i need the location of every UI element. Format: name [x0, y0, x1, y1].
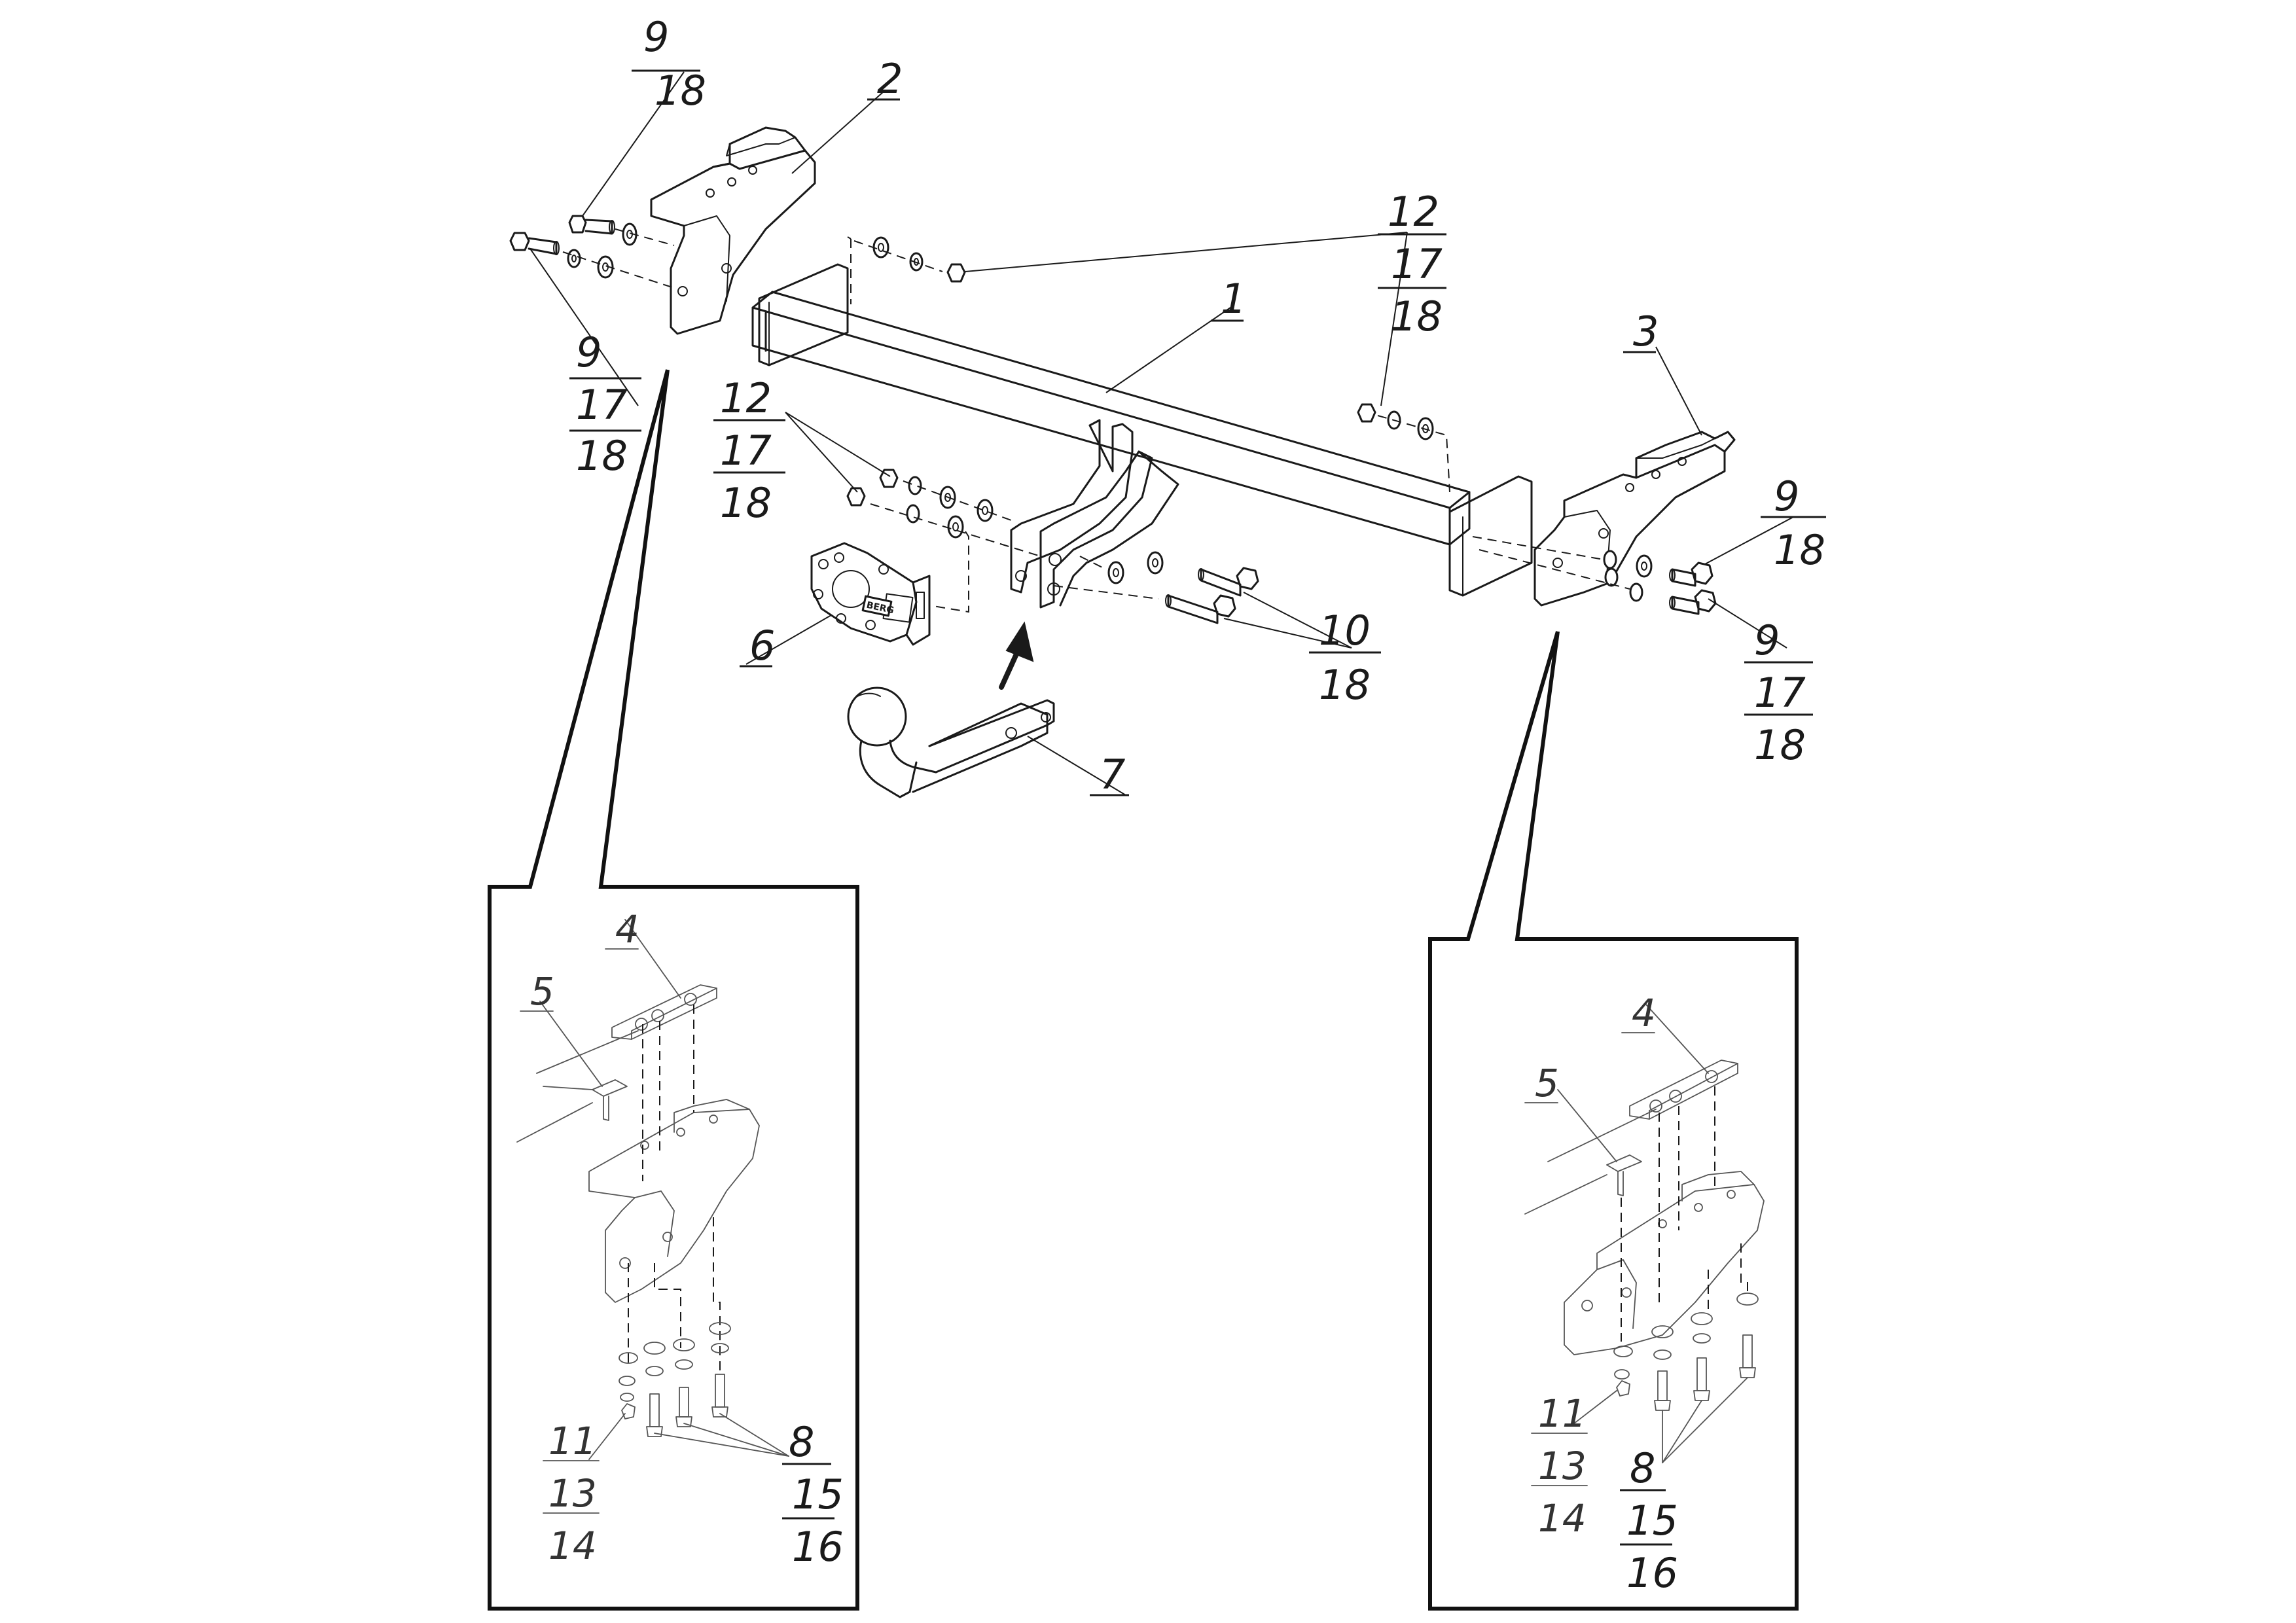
label-beam: 1 — [1221, 275, 1246, 323]
leader-lines — [529, 71, 1794, 796]
left-label-bolts-a: 8 — [789, 1418, 814, 1466]
main-labels: 9 18 2 9 17 18 12 17 18 1 3 12 17 18 9 — [569, 13, 1826, 798]
left-fasteners — [509, 215, 675, 289]
left-label-nut-a: 11 — [548, 1419, 597, 1463]
label-bolt-right1-b: 18 — [1774, 526, 1825, 574]
left-inset-detail: 4 5 11 13 14 8 15 16 — [516, 907, 844, 1571]
left-bracket — [650, 126, 816, 335]
left-label-nut-c: 14 — [548, 1524, 597, 1568]
direction-arrow — [999, 621, 1034, 690]
label-long-bolts-b: 18 — [1319, 661, 1371, 709]
right-label-nut-c: 14 — [1538, 1496, 1587, 1541]
label-bracket-left: 2 — [877, 55, 903, 103]
brand-badge — [861, 595, 893, 617]
label-nut-top-c: 18 — [1391, 293, 1443, 340]
right-inset-detail: 4 5 11 13 14 8 15 16 — [1524, 991, 1765, 1597]
right-fasteners — [1472, 536, 1717, 615]
label-nut-top-b: 17 — [1391, 240, 1443, 288]
label-long-bolts-a: 10 — [1319, 607, 1371, 654]
label-bolt-right2-b: 17 — [1754, 669, 1806, 717]
label-nut-mid-a: 12 — [720, 374, 772, 422]
right-label-bolts-a: 8 — [1630, 1444, 1655, 1492]
right-label-plate: 4 — [1632, 991, 1656, 1035]
label-bolt-left-b: 17 — [576, 381, 628, 429]
cross-beam — [751, 263, 1533, 597]
label-bracket-right: 3 — [1633, 308, 1659, 355]
label-bolt-left-a: 9 — [576, 329, 601, 376]
top-fasteners — [847, 236, 966, 304]
right-label-bolts-b: 15 — [1626, 1497, 1678, 1544]
label-nut-mid-c: 18 — [720, 479, 772, 527]
right-label-nut-b: 13 — [1538, 1444, 1587, 1488]
left-label-nut-b: 13 — [548, 1471, 597, 1516]
left-label-plate: 4 — [615, 907, 639, 952]
ball-mount-bracket — [1010, 419, 1179, 609]
label-nut-top-a: 12 — [1388, 188, 1439, 236]
long-bolt-fasteners — [1053, 551, 1259, 624]
right-label-stud: 5 — [1535, 1061, 1559, 1105]
label-bolt-right2-c: 18 — [1754, 721, 1806, 769]
label-bolt-top-b: 18 — [655, 67, 706, 115]
label-bolt-right2-a: 9 — [1754, 616, 1780, 664]
left-label-bolts-b: 15 — [792, 1471, 844, 1518]
right-label-nut-a: 11 — [1538, 1391, 1587, 1436]
label-socket-plate: 6 — [749, 622, 775, 669]
main-assembly: BERG — [509, 13, 1826, 798]
right-label-bolts-c: 16 — [1626, 1549, 1678, 1597]
label-nut-mid-b: 17 — [720, 427, 772, 474]
right-bracket — [1534, 431, 1736, 607]
left-inset-frame — [488, 369, 859, 1611]
left-label-bolts-c: 16 — [792, 1523, 844, 1571]
tow-ball — [847, 687, 1055, 798]
label-bolt-top-a: 9 — [643, 13, 669, 61]
right-nut-fasteners — [1357, 403, 1450, 493]
left-label-stud: 5 — [530, 969, 554, 1014]
label-bolt-left-c: 18 — [576, 432, 628, 480]
label-bolt-right1-a: 9 — [1774, 473, 1799, 520]
mid-fasteners — [846, 469, 1041, 613]
socket-plate: BERG — [810, 542, 931, 646]
right-inset-frame — [1428, 631, 1799, 1611]
label-tow-ball: 7 — [1100, 751, 1125, 798]
